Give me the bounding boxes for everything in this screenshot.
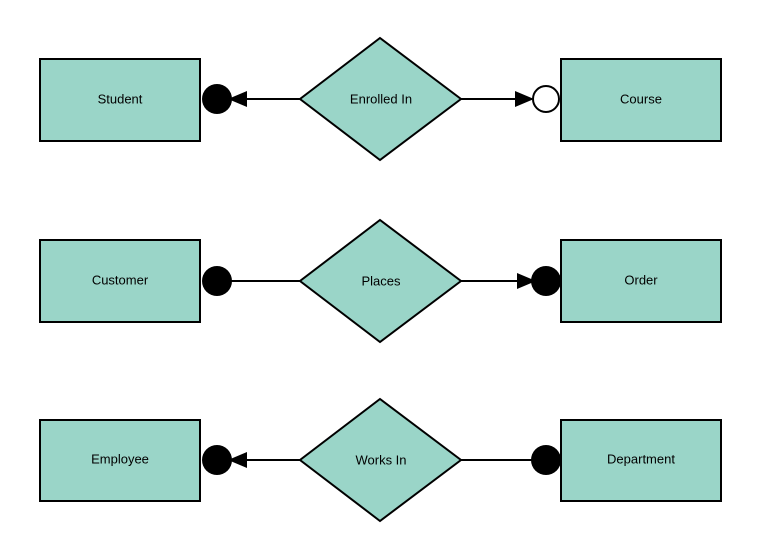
entity-label: Order — [624, 272, 658, 287]
entity-node-employee[interactable]: Employee — [39, 419, 201, 502]
relationship-diamond[interactable] — [298, 397, 463, 523]
entity-box[interactable] — [39, 419, 201, 502]
cardinality-marker-filled-circle-icon — [531, 445, 561, 475]
relationship-label: Works In — [355, 452, 406, 467]
relationship-node-enrolled-in[interactable]: Enrolled In — [298, 36, 463, 162]
entity-box[interactable] — [39, 239, 201, 323]
entity-node-customer[interactable]: Customer — [39, 239, 201, 323]
entity-label: Employee — [91, 451, 149, 466]
entity-node-student[interactable]: Student — [39, 58, 201, 142]
entity-node-course[interactable]: Course — [560, 58, 722, 142]
arrow-right-icon — [515, 91, 534, 107]
cardinality-marker-hollow-circle-icon — [532, 85, 560, 113]
arrow-right-icon — [517, 273, 536, 289]
entity-label: Course — [620, 91, 662, 106]
cardinality-marker-filled-circle-icon — [202, 445, 232, 475]
relationship-diamond[interactable] — [298, 218, 463, 344]
entity-node-department[interactable]: Department — [560, 419, 722, 502]
relationship-label: Places — [361, 273, 401, 288]
entity-label: Student — [98, 91, 143, 106]
entity-label: Customer — [92, 272, 149, 287]
entity-label: Department — [607, 451, 675, 466]
relationship-node-places[interactable]: Places — [298, 218, 463, 344]
arrow-left-icon — [228, 91, 247, 107]
relationship-label: Enrolled In — [350, 91, 412, 106]
entity-node-order[interactable]: Order — [560, 239, 722, 323]
cardinality-marker-filled-circle-icon — [202, 84, 232, 114]
cardinality-marker-filled-circle-icon — [202, 266, 232, 296]
relationship-node-works-in[interactable]: Works In — [298, 397, 463, 523]
arrow-left-icon — [228, 452, 247, 468]
cardinality-marker-filled-circle-icon — [531, 266, 561, 296]
entity-box[interactable] — [560, 239, 722, 323]
entity-box[interactable] — [560, 58, 722, 142]
relationship-row-1: Student Enrolled In Course — [39, 36, 722, 162]
relationship-row-2: Customer Places Order — [39, 218, 722, 344]
entity-box[interactable] — [560, 419, 722, 502]
entity-box[interactable] — [39, 58, 201, 142]
relationship-row-3: Employee Works In Department — [39, 397, 722, 523]
relationship-diamond[interactable] — [298, 36, 463, 162]
